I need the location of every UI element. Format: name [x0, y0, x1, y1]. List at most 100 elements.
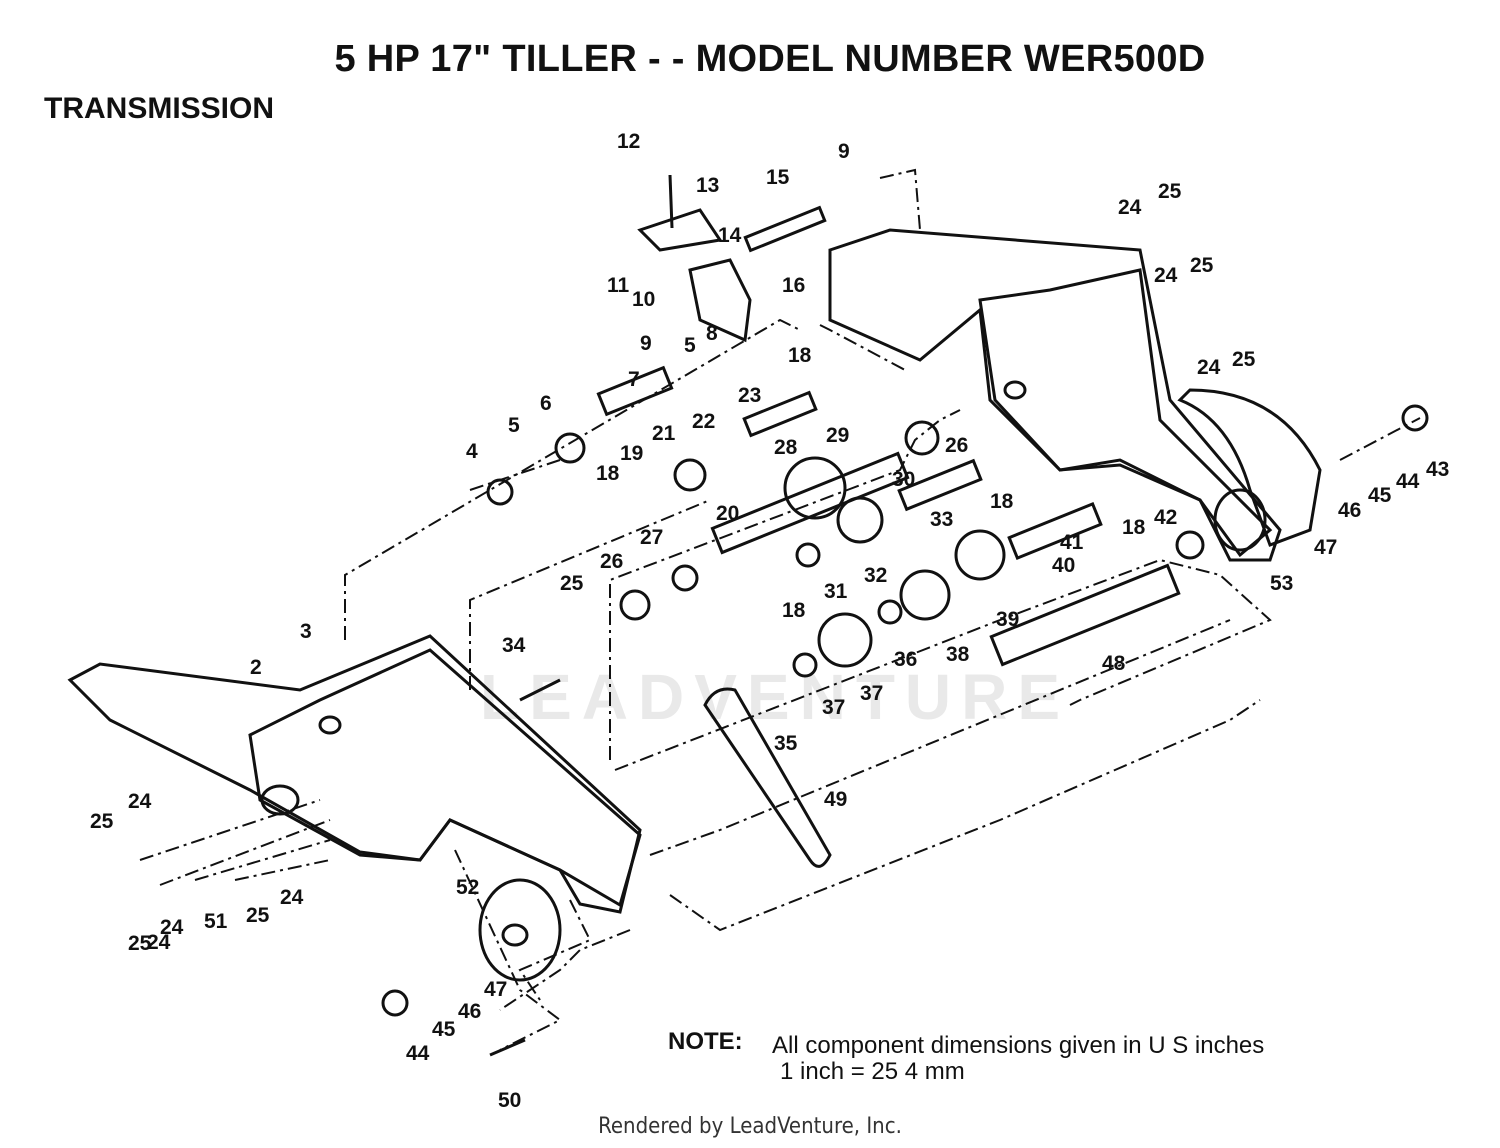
- lower-pulley-right: [1213, 488, 1267, 552]
- callout: 25: [1232, 348, 1256, 371]
- diagram-linework: [67, 174, 1429, 1057]
- gear-6: [554, 432, 586, 464]
- note-line-1: All component dimensions given in U S in…: [772, 1032, 1265, 1059]
- callout: 52: [456, 876, 479, 899]
- bracket-14: [688, 258, 752, 343]
- callout: 19: [620, 442, 643, 465]
- callout: 18: [782, 599, 806, 622]
- callout: 25: [128, 932, 152, 955]
- callout: 18: [596, 462, 620, 485]
- section-heading: TRANSMISSION: [44, 92, 275, 125]
- callout: 5: [508, 414, 520, 437]
- gear-21: [673, 458, 707, 492]
- sprocket-29: [783, 456, 847, 520]
- sprocket-38: [817, 612, 873, 668]
- callout: 3: [300, 620, 312, 643]
- callout: 2: [250, 656, 262, 679]
- shaft-49: [989, 563, 1181, 667]
- left-housing-outer: [67, 634, 642, 914]
- callout: 46: [1338, 499, 1361, 522]
- callout: 7: [628, 368, 640, 391]
- callout: 24: [128, 790, 152, 813]
- callout: 24: [1118, 196, 1142, 219]
- lower-pulley-left: [478, 878, 562, 982]
- leader-lines: [139, 168, 1421, 1051]
- belt-50: [703, 687, 832, 868]
- callout: 25: [246, 904, 270, 927]
- callout: 35: [774, 732, 798, 755]
- callout: 48: [1102, 652, 1126, 675]
- callout-labels: 2 3 4 5 5 6 7 8 9 9 10 11 12 13 14 15 16…: [90, 130, 1449, 1112]
- callout: 51: [204, 910, 228, 933]
- callout: 39: [996, 608, 1019, 631]
- sprocket-39: [899, 569, 951, 621]
- callout: 16: [782, 274, 805, 297]
- callout: 37: [822, 696, 845, 719]
- callout: 30: [892, 468, 915, 491]
- sprocket-33: [836, 496, 884, 544]
- callout: 28: [774, 436, 798, 459]
- callout: 49: [824, 788, 847, 811]
- callout: 42: [1154, 506, 1177, 529]
- right-housing-inner: [978, 268, 1273, 558]
- shaft-41: [1007, 501, 1103, 561]
- callout: 45: [432, 1018, 456, 1041]
- callout: 26: [945, 434, 968, 457]
- callout: 12: [617, 130, 640, 153]
- callout: 24: [280, 886, 304, 909]
- callout: 10: [632, 288, 655, 311]
- callout: 44: [406, 1042, 430, 1065]
- watermark: LEADVENTURE: [480, 661, 1071, 733]
- callout: 26: [600, 550, 623, 573]
- shift-rod-16: [743, 205, 827, 253]
- callout: 34: [502, 634, 526, 657]
- callout: 33: [930, 508, 953, 531]
- note-line-2: 1 inch = 25 4 mm: [780, 1058, 965, 1085]
- callout: 4: [466, 440, 478, 463]
- callout: 20: [716, 502, 739, 525]
- callout: 37: [860, 682, 883, 705]
- callout: 8: [706, 322, 718, 345]
- callout: 45: [1368, 484, 1392, 507]
- callout: 29: [826, 424, 849, 447]
- callout: 47: [484, 978, 507, 1001]
- callout: 22: [692, 410, 715, 433]
- sprocket-40: [954, 529, 1006, 581]
- left-housing-inner: [248, 648, 642, 908]
- page-title: 5 HP 17" TILLER - - MODEL NUMBER WER500D: [334, 38, 1206, 80]
- lever-13: [637, 208, 723, 252]
- callout: 41: [1060, 531, 1084, 554]
- callout: 47: [1314, 536, 1337, 559]
- callout: 43: [1426, 458, 1449, 481]
- callout: 36: [894, 648, 917, 671]
- callout: 40: [1052, 554, 1075, 577]
- shaft-30: [710, 451, 910, 555]
- callout: 25: [90, 810, 114, 833]
- right-cover-48: [1177, 388, 1322, 547]
- callout: 23: [738, 384, 761, 407]
- callout: 24: [160, 916, 184, 939]
- shaft-23: [742, 390, 818, 438]
- callout: 46: [458, 1000, 481, 1023]
- shaft-34: [897, 458, 983, 512]
- callout: 15: [766, 166, 790, 189]
- callout: 25: [1158, 180, 1182, 203]
- callout: 38: [946, 643, 970, 666]
- callout: 11: [607, 274, 630, 297]
- callout: 44: [1396, 470, 1420, 493]
- callout: 25: [1190, 254, 1214, 277]
- callout: 6: [540, 392, 552, 415]
- callout: 21: [652, 422, 676, 445]
- callout: 31: [824, 580, 848, 603]
- shaft-7: [596, 365, 674, 417]
- callout: 24: [1154, 264, 1178, 287]
- callout: 5: [684, 334, 696, 357]
- callout: 25: [560, 572, 584, 595]
- callout: 32: [864, 564, 887, 587]
- callout: 13: [696, 174, 719, 197]
- footer-credit: Rendered by LeadVenture, Inc.: [598, 1114, 902, 1139]
- callout: 18: [1122, 516, 1146, 539]
- callout: 18: [788, 344, 812, 367]
- callout: 9: [640, 332, 652, 355]
